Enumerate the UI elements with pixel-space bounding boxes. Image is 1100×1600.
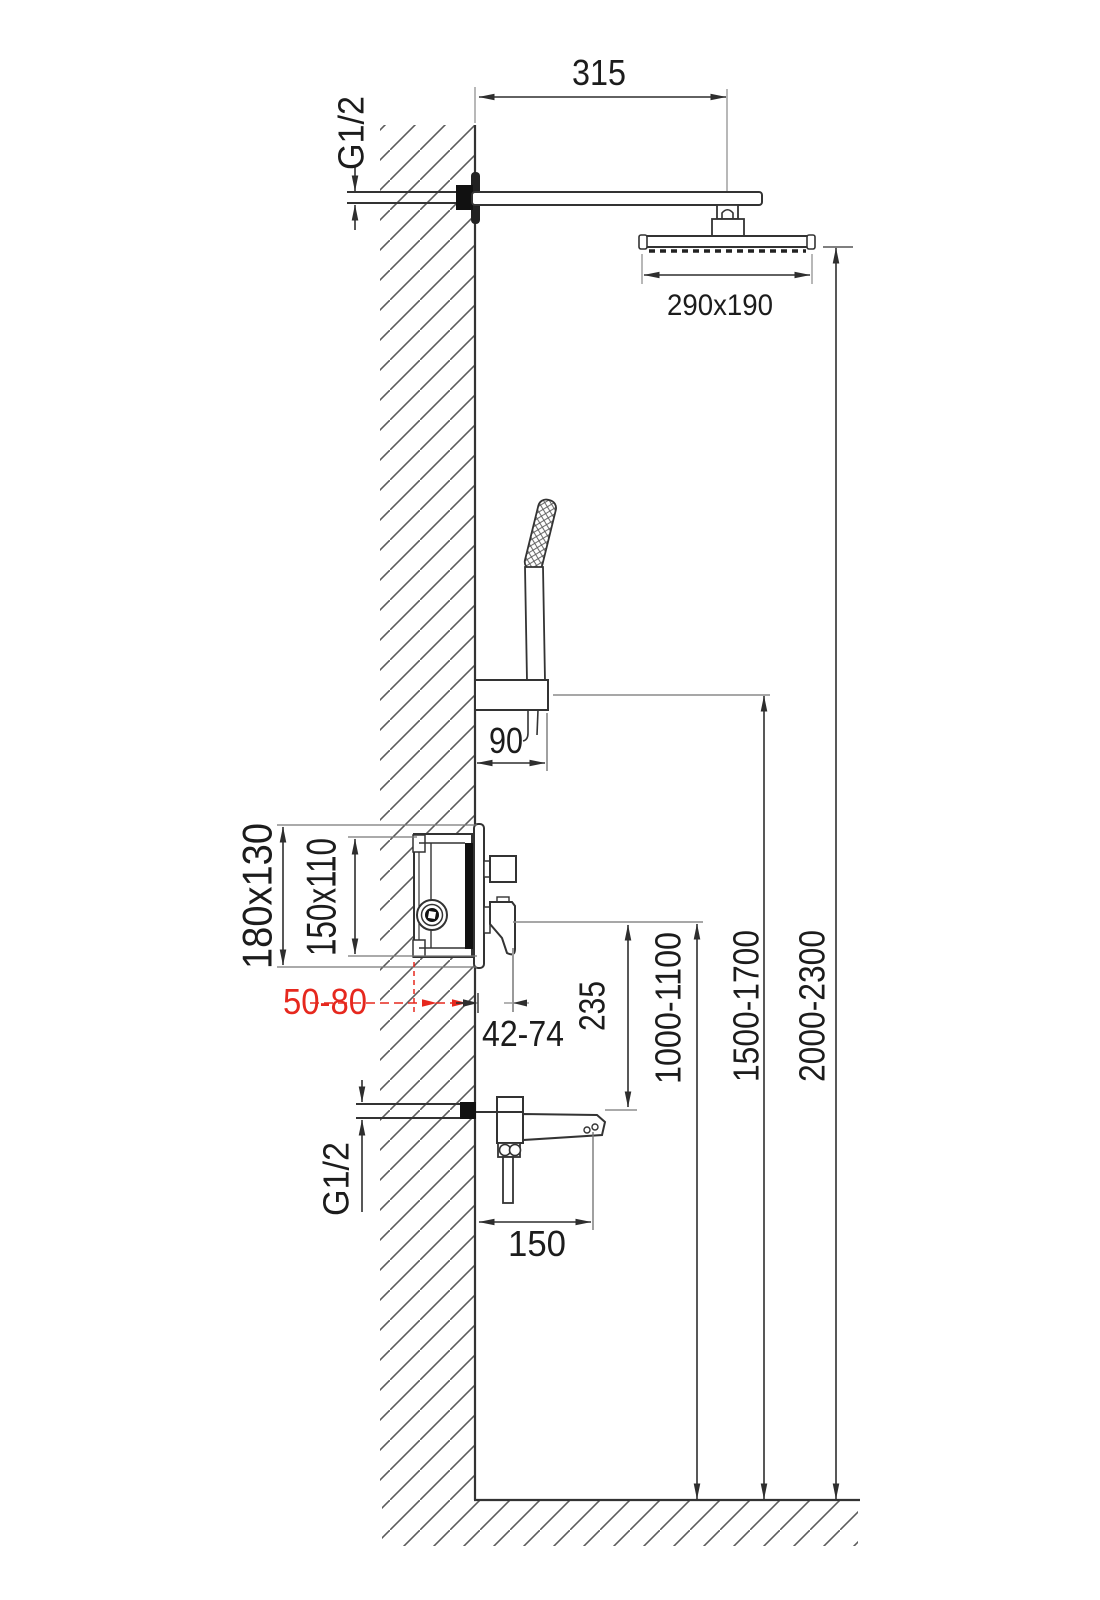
dim-spout-length: 150 <box>478 1132 594 1264</box>
valve-front-seal <box>465 843 473 949</box>
mixer-valve-assembly <box>412 823 703 969</box>
dim-arrow <box>513 999 527 1007</box>
dim-label-bottom-thread: G1/2 <box>316 1142 357 1216</box>
dim-embed-depth: 50-80 <box>283 962 468 1022</box>
red-arrow <box>422 999 437 1007</box>
hand-shower-wand <box>524 566 546 682</box>
dim-trim-depth: 42-74 <box>456 948 564 1054</box>
head-left-cap <box>638 234 648 250</box>
wall-hatch <box>380 125 475 1500</box>
mixer-lever-handle <box>489 901 516 956</box>
dim-label-top-thread: G1/2 <box>331 96 372 170</box>
dim-box-inner: 150x110 <box>298 836 477 957</box>
dim-head-size: 290x190 <box>641 254 813 322</box>
spout-wall-connector <box>460 1102 476 1119</box>
spout-arm <box>522 1112 607 1142</box>
hand-shower-holder <box>474 679 549 711</box>
head-swivel-joint <box>716 204 739 220</box>
dim-label-holder-height: 1500-1700 <box>726 930 767 1082</box>
dim-holder-offset: 90 <box>476 713 548 771</box>
dim-label-spout-length: 150 <box>508 1223 566 1264</box>
shower-arm <box>471 191 763 206</box>
dim-label-trim-depth: 42-74 <box>482 1013 564 1054</box>
hose-line <box>522 710 529 742</box>
dim-mixer-height: 1000-1100 <box>648 923 701 1500</box>
arm-wall-connector <box>456 185 473 210</box>
dim-bottom-thread: G1/2 <box>316 1080 366 1216</box>
hand-shower-assembly <box>474 498 770 742</box>
tub-spout-assembly <box>356 1096 607 1204</box>
nut-circle <box>508 1143 522 1157</box>
diverter-knob <box>489 855 517 883</box>
dim-top-thread: G1/2 <box>331 96 372 230</box>
hand-shower-handle <box>523 498 557 572</box>
dim-holder-height: 1500-1700 <box>726 695 768 1500</box>
dim-label-mixer-height: 1000-1100 <box>648 932 689 1084</box>
dim-arm-projection: 315 <box>474 52 728 191</box>
aerator-detail <box>583 1126 591 1134</box>
dim-label-holder-offset: 90 <box>489 720 523 761</box>
dim-head-height: 2000-2300 <box>792 246 853 1500</box>
head-cone-base <box>711 218 745 237</box>
dim-label-head-height: 2000-2300 <box>792 930 833 1082</box>
spout-body <box>496 1111 524 1144</box>
dim-spout-drop: 235 <box>572 924 637 1111</box>
dim-label-spout-drop: 235 <box>572 981 613 1031</box>
swivel-ball <box>721 208 734 219</box>
spout-cap <box>496 1096 524 1113</box>
wall-section <box>380 125 860 1546</box>
dim-label-embed-depth: 50-80 <box>283 981 367 1022</box>
head-right-cap <box>806 234 816 250</box>
dim-label-head-size: 290x190 <box>667 289 773 322</box>
aerator-detail <box>591 1123 599 1131</box>
hose-line <box>536 709 539 736</box>
cartridge-screw <box>427 910 437 920</box>
dim-label-arm-projection: 315 <box>572 52 626 93</box>
dim-label-box-inner: 150x110 <box>298 838 345 956</box>
overhead-shower-assembly <box>347 172 816 253</box>
dim-box-outer: 180x130 <box>234 823 477 969</box>
spout-drain-pipe <box>502 1156 514 1204</box>
dim-label-box-outer: 180x130 <box>234 823 281 969</box>
dim-arrow <box>463 999 478 1007</box>
floor-hatch <box>382 1500 858 1546</box>
shower-head-plate <box>639 235 815 248</box>
trim-plate <box>473 823 485 969</box>
